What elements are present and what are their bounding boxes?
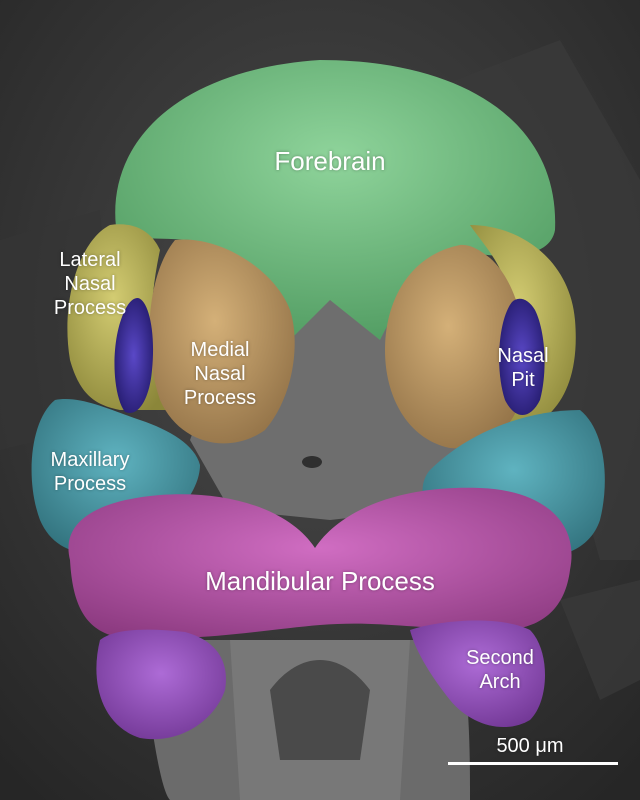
label-lateral-nasal-process: Lateral Nasal Process bbox=[30, 248, 150, 320]
second-arch-right bbox=[410, 620, 545, 728]
medial-nasal-left bbox=[149, 239, 295, 444]
pit-center bbox=[302, 456, 322, 468]
label-line: Medial bbox=[190, 339, 250, 361]
label-line: Nasal bbox=[64, 273, 116, 295]
mandibular-region bbox=[68, 487, 572, 639]
label-maxillary-process: Maxillary Process bbox=[20, 448, 160, 496]
nasal-pit-left bbox=[114, 298, 154, 413]
label-line: Process bbox=[53, 297, 127, 319]
label-second-arch: Second Arch bbox=[440, 646, 560, 694]
label-line: Second bbox=[466, 647, 534, 669]
label-line: Pit bbox=[511, 369, 535, 391]
second-arch-left bbox=[96, 629, 226, 740]
label-medial-nasal-process: Medial Nasal Process bbox=[160, 338, 280, 410]
label-line: Process bbox=[53, 473, 127, 495]
label-mandibular-process: Mandibular Process bbox=[160, 566, 480, 597]
label-line: Lateral bbox=[59, 249, 121, 271]
label-line: Mandibular Process bbox=[205, 566, 435, 596]
label-line: Arch bbox=[479, 671, 521, 693]
medial-nasal-right bbox=[385, 244, 526, 449]
label-forebrain-text: Forebrain bbox=[274, 146, 386, 176]
nasal-pit-right bbox=[499, 298, 545, 415]
label-nasal-pit: Nasal Pit bbox=[478, 344, 568, 392]
scale-bar bbox=[448, 762, 618, 765]
label-line: Nasal bbox=[194, 363, 246, 385]
forebrain-region bbox=[115, 60, 556, 340]
background-debris bbox=[560, 580, 640, 700]
label-line: Nasal bbox=[497, 345, 549, 367]
label-forebrain: Forebrain bbox=[230, 146, 430, 177]
scale-bar-label: 500 μm bbox=[496, 735, 564, 757]
label-line: Process bbox=[183, 387, 257, 409]
oral-opening bbox=[270, 660, 370, 760]
label-line: Maxillary bbox=[50, 449, 130, 471]
